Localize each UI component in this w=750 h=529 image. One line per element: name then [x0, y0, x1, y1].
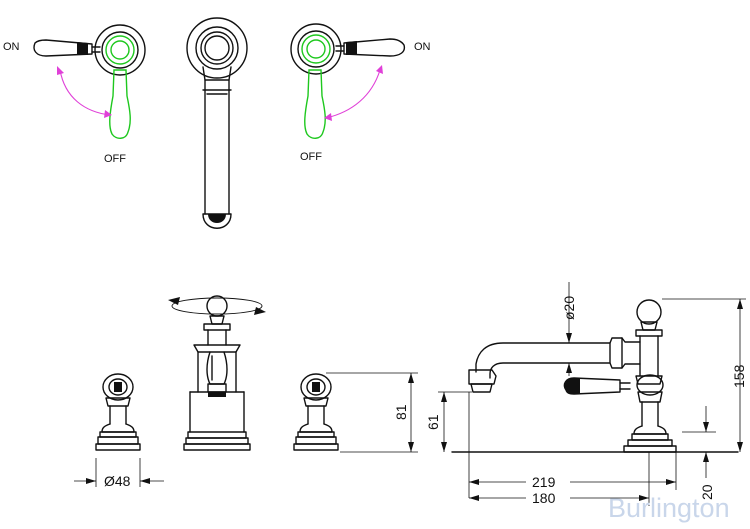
- left-on-label: ON: [3, 41, 20, 53]
- side-dimensions: ø20 158 61 219 180 20: [425, 282, 747, 506]
- spout-front: [168, 295, 266, 451]
- height-81-label: 81: [393, 404, 409, 420]
- height-158-label: 158: [731, 364, 747, 388]
- spout-plan: [186, 17, 248, 229]
- right-valve-front: [293, 373, 339, 451]
- left-handle-plan: ON OFF: [3, 24, 146, 165]
- right-off-label: OFF: [300, 151, 322, 163]
- diameter-base-label: Ø48: [104, 473, 131, 489]
- length-219-label: 219: [532, 474, 556, 490]
- length-180-label: 180: [532, 490, 556, 506]
- brand-logo: Burlington: [608, 493, 730, 523]
- left-off-label: OFF: [104, 153, 126, 165]
- right-handle-plan: ON OFF: [290, 23, 431, 163]
- front-dimensions: Ø48 81: [74, 372, 418, 489]
- mixer-side-view: [468, 299, 677, 453]
- diameter-spout-label: ø20: [561, 296, 577, 320]
- left-valve-front: [95, 373, 141, 451]
- deck-20-label: 20: [699, 484, 715, 500]
- height-61-label: 61: [425, 414, 441, 430]
- right-on-label: ON: [414, 41, 431, 53]
